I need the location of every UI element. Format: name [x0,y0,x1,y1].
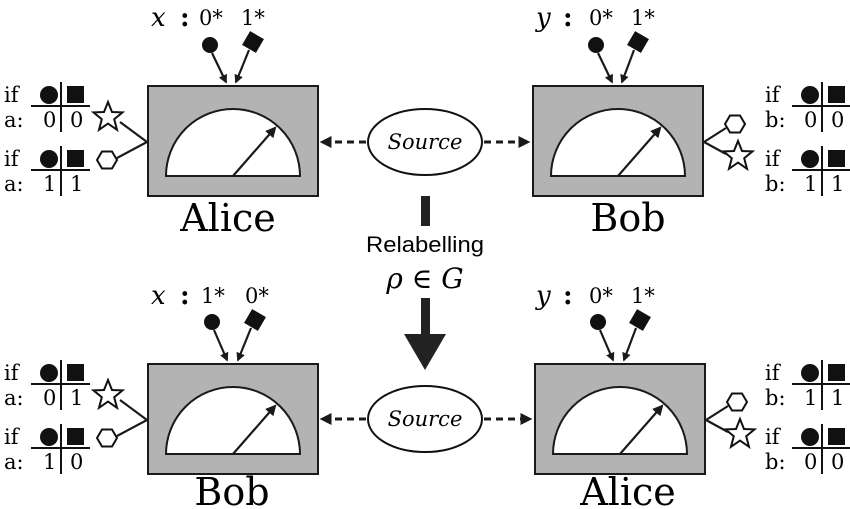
top-right-name: Bob [590,196,665,240]
top-right-colon: : [563,3,573,33]
svg-text:a:: a: [4,450,24,474]
svg-text:if: if [4,83,21,107]
top-source-ellipse [367,108,483,176]
top-left-name: Alice [179,196,276,240]
relabelling-formula: ρ ∈ G [385,262,463,295]
svg-text:a:: a: [4,108,24,132]
top-right-input-1: 1* [631,6,655,30]
top-right-input-0: 0* [589,6,613,30]
top-panel: x : 0* 1* y : 0* 1* Source Alice Bob if … [4,3,850,240]
top-right-device [533,86,703,196]
svg-text:if: if [4,147,21,171]
bottom-left-input-0: 1* [201,284,225,308]
square-input-icon [627,31,649,53]
bottom-left-name: Bob [194,470,269,509]
star-icon [92,101,124,131]
bottom-left-device [148,364,318,474]
svg-text:0: 0 [70,108,83,132]
bottom-left-table-1: if a: 1 0 [4,423,91,475]
svg-text:1: 1 [70,386,83,410]
top-left-input-0: 0* [199,6,223,30]
top-right-table-1: if b: 1 1 [765,145,850,197]
svg-text:0: 0 [831,108,844,132]
svg-text:1: 1 [804,386,817,410]
bottom-left-input-1: 0* [245,284,269,308]
circle-input-icon [202,37,218,53]
circle-input-icon [588,37,604,53]
star-icon [92,379,124,409]
svg-text:0: 0 [804,450,817,474]
top-left-device [148,86,318,196]
bottom-right-name: Alice [579,470,676,509]
svg-text:if: if [765,83,782,107]
svg-text:a:: a: [4,172,24,196]
star-icon [722,140,754,170]
svg-text:if: if [765,361,782,385]
bottom-right-table-0: if b: 1 1 [765,359,850,411]
hexagon-icon [726,392,748,412]
hexagon-icon [724,114,746,134]
svg-text:if: if [765,425,782,449]
top-right-table-0: if b: 0 0 [765,81,850,133]
bottom-right-input-0: 0* [589,284,613,308]
top-right-var: y [535,3,551,33]
svg-text:1: 1 [43,450,56,474]
circle-input-icon [204,314,220,330]
top-left-table-0: if a: 0 0 [4,81,91,133]
svg-text:if: if [765,147,782,171]
svg-text:0: 0 [804,108,817,132]
svg-text:1: 1 [831,172,844,196]
top-source-label: Source [388,130,463,154]
svg-text:1: 1 [43,172,56,196]
top-left-colon: : [180,3,190,33]
svg-text:a:: a: [4,386,24,410]
hexagon-icon [96,150,118,170]
bottom-panel: x : 1* 0* y : 0* 1* Source Bob Alice if … [4,281,850,509]
svg-text:1: 1 [70,172,83,196]
bottom-source-ellipse [367,385,483,453]
top-left-input-1: 1* [241,6,265,30]
bottom-left-colon: : [180,281,190,311]
svg-text:b:: b: [765,172,786,196]
top-left-table-1: if a: 1 1 [4,145,91,197]
bottom-right-var: y [535,281,551,311]
svg-text:0: 0 [70,450,83,474]
svg-text:1: 1 [804,172,817,196]
bottom-right-table-1: if b: 0 0 [765,423,850,475]
bottom-right-device [535,364,705,474]
svg-text:1: 1 [831,386,844,410]
relabelling-arrow: Relabelling ρ ∈ G [366,196,484,370]
square-input-icon [242,31,264,53]
top-left-var: x [151,3,166,33]
bottom-left-var: x [151,281,166,311]
svg-text:if: if [4,361,21,385]
hexagon-icon [96,428,118,448]
svg-text:0: 0 [43,108,56,132]
bottom-source-label: Source [388,407,463,431]
square-input-icon [629,309,651,331]
svg-text:b:: b: [765,450,786,474]
square-input-icon [244,309,266,331]
circle-input-icon [590,314,606,330]
svg-text:b:: b: [765,108,786,132]
bottom-right-colon: : [563,281,573,311]
svg-text:0: 0 [43,386,56,410]
svg-text:b:: b: [765,386,786,410]
bottom-right-input-1: 1* [631,284,655,308]
svg-text:0: 0 [831,450,844,474]
svg-text:if: if [4,425,21,449]
relabelling-label: Relabelling [366,232,484,257]
star-icon [724,418,756,448]
bottom-left-table-0: if a: 0 1 [4,359,91,411]
